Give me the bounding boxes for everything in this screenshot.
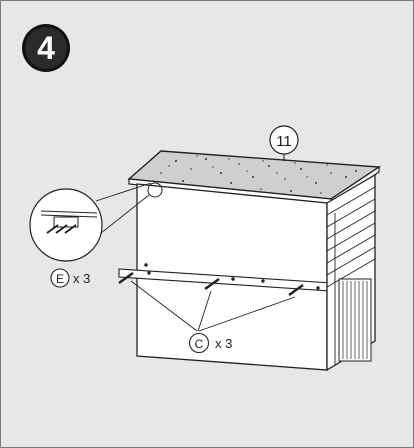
back-panel bbox=[118, 183, 332, 371]
part-c-quantity: x 3 bbox=[215, 336, 232, 351]
step-badge: 4 bbox=[21, 23, 71, 73]
lid-callout-number: 11 bbox=[276, 133, 292, 150]
part-e-label: E bbox=[56, 272, 64, 286]
step-badge-circle bbox=[22, 24, 70, 72]
side-panel bbox=[326, 173, 376, 372]
part-e-quantity: x 3 bbox=[73, 271, 90, 286]
part-c-label: C bbox=[195, 337, 204, 351]
step-number: 4 bbox=[37, 30, 55, 66]
bolt-icon bbox=[46, 224, 77, 234]
detail-magnifier bbox=[29, 182, 163, 262]
part-e-callout: E x 3 bbox=[50, 268, 90, 288]
part-c-callout: C x 3 bbox=[188, 332, 232, 354]
lid-callout: 11 bbox=[269, 125, 299, 161]
c-leader-lines bbox=[130, 280, 296, 332]
screw-icon bbox=[118, 263, 320, 296]
